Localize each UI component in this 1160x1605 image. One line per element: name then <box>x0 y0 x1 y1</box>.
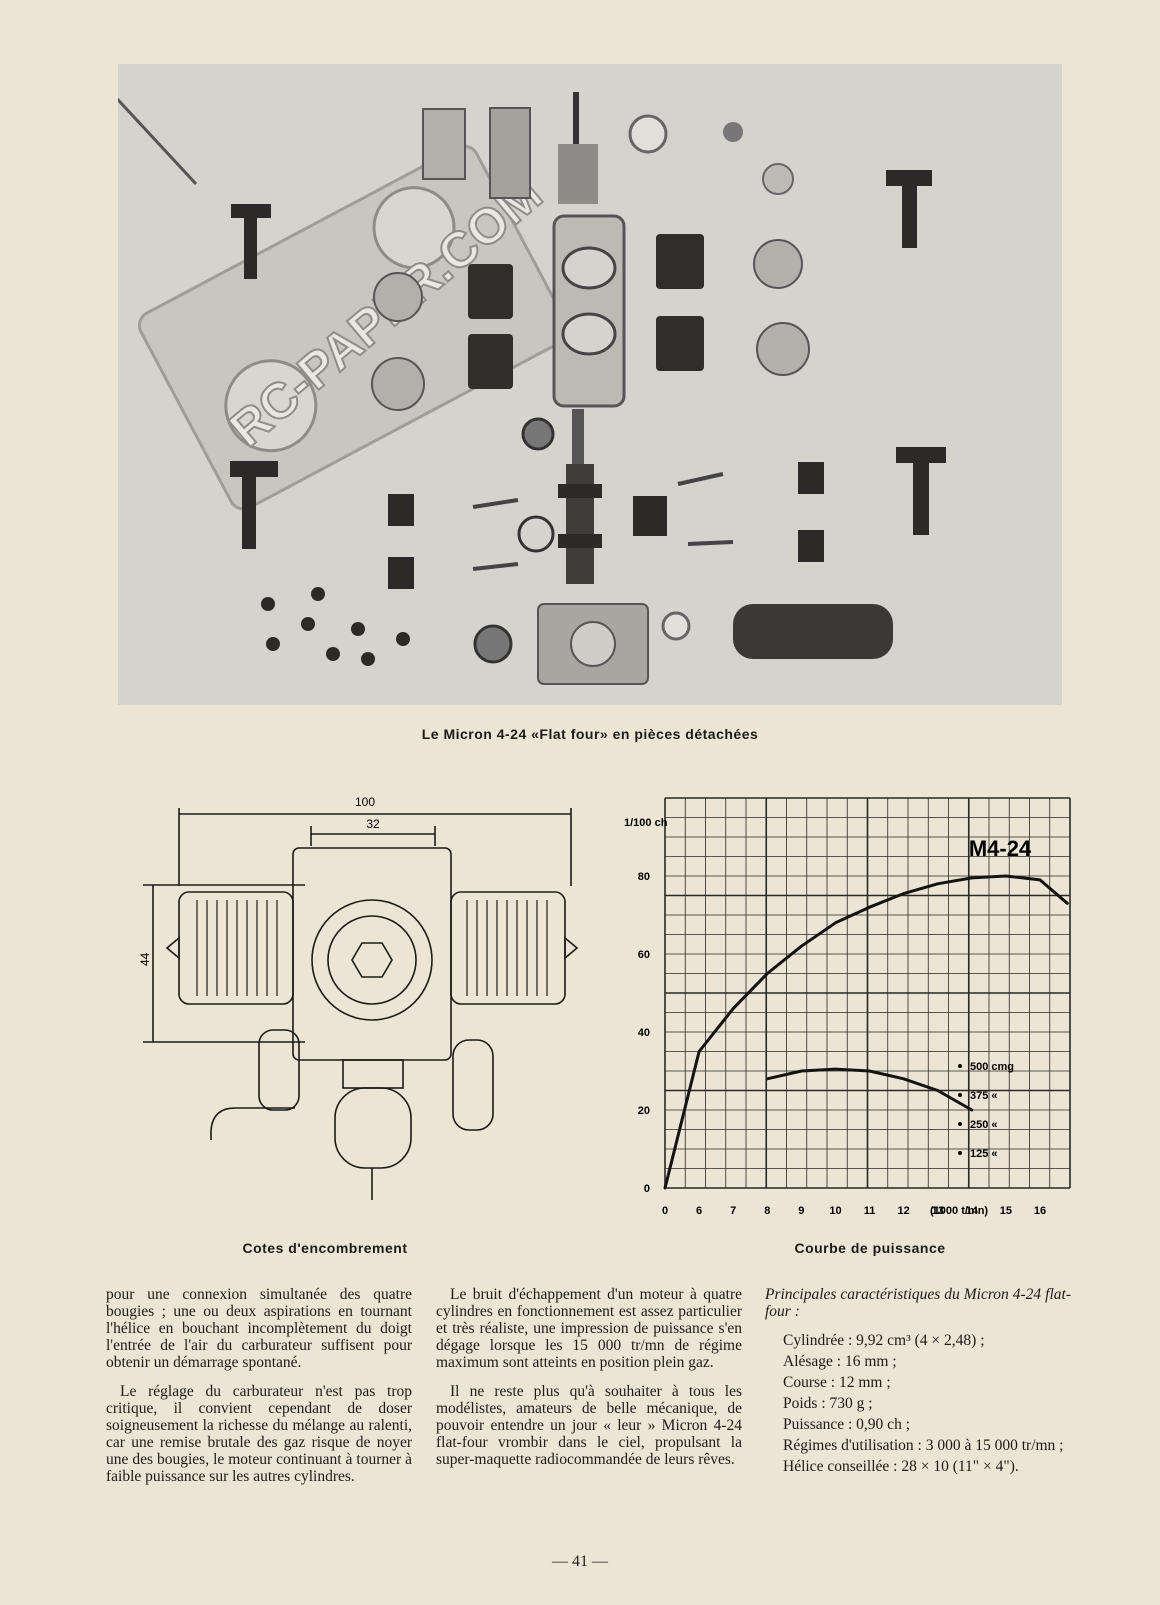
legend-marker <box>958 1151 962 1155</box>
x-tick-label: 13 <box>932 1205 944 1217</box>
paragraph: pour une connexion simultanée des quatre… <box>106 1286 412 1371</box>
x-tick-label: 15 <box>1000 1205 1012 1217</box>
engine-parts-photo: RC-PAPER.COM <box>118 64 1062 705</box>
x-tick-label: 8 <box>764 1205 770 1217</box>
x-tick-label: 16 <box>1034 1205 1046 1217</box>
dimension-overall-label: 100 <box>355 795 375 809</box>
power-curve-chart: 0 6 7 8 9 10 11 12 13 14 15 16 0 20 40 60 80 500 cmg 375 … <box>620 790 1080 1230</box>
transmitter-shape <box>137 144 570 511</box>
chart-caption: Courbe de puissance <box>794 1240 946 1256</box>
x-tick-label: 14 <box>966 1205 979 1217</box>
dimension-height-label: 44 <box>138 952 152 966</box>
engine-parts-illustration: RC-PAPER.COM <box>118 64 1062 705</box>
chart-title: M4-24 <box>969 836 1032 861</box>
spec-item: Poids : 730 g ; <box>783 1395 873 1412</box>
spec-item: Alésage : 16 mm ; <box>783 1353 897 1370</box>
spec-item: Régimes d'utilisation : 3 000 à 15 000 t… <box>783 1437 1064 1454</box>
engine-outline-drawing: 100 32 44 <box>138 795 579 1200</box>
photo-caption: Le Micron 4-24 «Flat four» en pièces dét… <box>421 726 759 742</box>
text-column-1: pour une connexion simultanée des quatre… <box>106 1286 412 1497</box>
y-tick-label: 60 <box>638 949 650 961</box>
x-tick-label: 9 <box>798 1205 804 1217</box>
text-column-3: Principales caractéristiques du Micron 4… <box>765 1286 1071 1479</box>
x-tick-label: 6 <box>696 1205 702 1217</box>
specs-heading: Principales caractéristiques du Micron 4… <box>765 1286 1071 1320</box>
legend-label: 250 « <box>970 1119 998 1131</box>
chart-legend: 500 cmg 375 « 250 « 125 « <box>958 1061 1014 1160</box>
spec-item: Course : 12 mm ; <box>783 1374 891 1391</box>
paragraph: Le réglage du carburateur n'est pas trop… <box>106 1383 412 1485</box>
chart-x-axis-label: (1000 t/mn) <box>930 1205 988 1217</box>
paragraph: Il ne reste plus qu'à souhaiter à tous l… <box>436 1383 742 1468</box>
page-number: — 41 — <box>552 1553 608 1570</box>
x-tick-label: 11 <box>864 1205 876 1217</box>
legend-label: 125 « <box>970 1148 998 1160</box>
x-tick-label: 0 <box>662 1205 668 1217</box>
dimension-inner-label: 32 <box>366 817 380 831</box>
drawing-caption: Cotes d'encombrement <box>242 1240 408 1256</box>
y-tick-label: 0 <box>644 1183 650 1195</box>
x-tick-label: 7 <box>730 1205 736 1217</box>
chart-y-axis-label: 1/100 ch <box>624 817 668 829</box>
spec-item: Hélice conseillée : 28 × 10 (11" × 4"). <box>783 1458 1019 1475</box>
y-tick-label: 20 <box>638 1105 650 1117</box>
power-curve-line <box>765 1067 974 1112</box>
text-column-2: Le bruit d'échappement d'un moteur à qua… <box>436 1286 742 1480</box>
y-tick-label: 80 <box>638 871 650 883</box>
chart-curves <box>663 874 1069 1190</box>
legend-marker <box>958 1064 962 1068</box>
y-tick-label: 40 <box>638 1027 650 1039</box>
paragraph: Le bruit d'échappement d'un moteur à qua… <box>436 1286 742 1371</box>
spec-item: Cylindrée : 9,92 cm³ (4 × 2,48) ; <box>783 1332 985 1349</box>
x-tick-label: 12 <box>898 1205 910 1217</box>
legend-label: 375 « <box>970 1090 998 1102</box>
power-curve-line <box>663 874 1069 1190</box>
x-tick-label: 10 <box>829 1205 841 1217</box>
legend-marker <box>958 1093 962 1097</box>
dimension-drawing: 100 32 44 <box>135 790 605 1230</box>
legend-label: 500 cmg <box>970 1061 1014 1073</box>
power-curve-svg: 0 6 7 8 9 10 11 12 13 14 15 16 0 20 40 60 80 500 cmg 375 … <box>624 797 1071 1217</box>
legend-marker <box>958 1122 962 1126</box>
spec-item: Puissance : 0,90 ch ; <box>783 1416 910 1433</box>
chart-ticks: 0 6 7 8 9 10 11 12 13 14 15 16 0 20 40 60 80 <box>638 871 1046 1217</box>
